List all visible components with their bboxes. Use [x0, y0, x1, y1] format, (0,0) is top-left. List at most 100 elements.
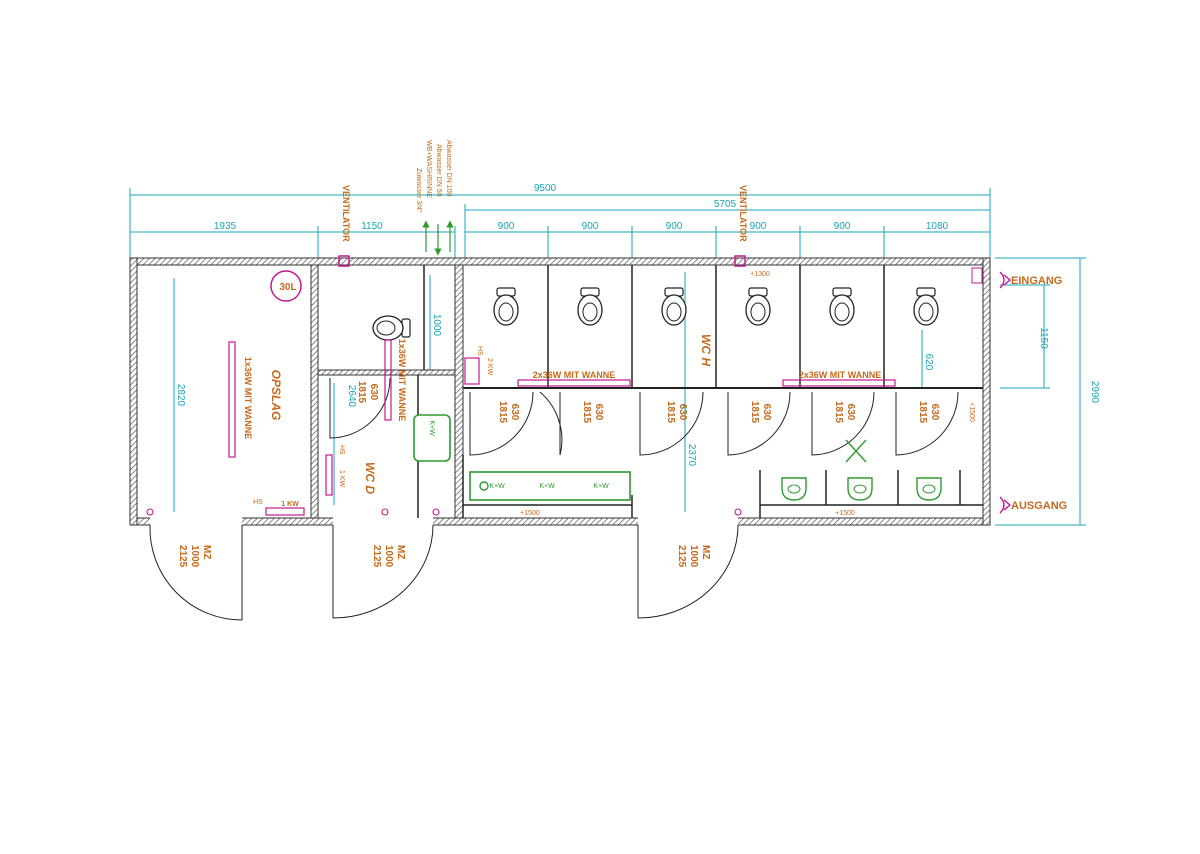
dim-cubicle-4: 900: [750, 221, 767, 232]
urinal-icon: [847, 477, 873, 501]
heater-icon: [265, 357, 480, 516]
urinal-icon: [781, 477, 807, 501]
light-gents-1-label: 2x36W MIT WANNE: [533, 370, 616, 380]
light-storage-label: 1x36W MIT WANNE: [243, 357, 253, 440]
outer-door-3-width: 1000: [688, 545, 699, 568]
wcd-kw-label: K+W: [428, 420, 435, 436]
heater-gents-kw: 2 KW: [486, 358, 493, 376]
room-storage-name: OPSLAG: [269, 370, 283, 421]
outer-door-3-height: 2125: [676, 545, 687, 568]
outer-door-2-width: 1000: [383, 545, 394, 568]
toilet-icon: [577, 287, 603, 326]
outer-door-labels: 2125 1000 MZ 2125 1000 MZ 2125 1000 MZ: [177, 545, 711, 568]
outer-door-3-type: MZ: [700, 545, 711, 559]
room-gents-name: WC H: [699, 334, 713, 366]
wcd-door-width: 630: [368, 384, 379, 401]
wcd-door-height: 1815: [356, 381, 367, 404]
heater-storage-kw: 1 KW: [281, 501, 299, 508]
trough-kw-3: K+W: [593, 483, 609, 490]
heater-wcd-hs: HS: [338, 445, 345, 455]
dim-cubicle-6: 1080: [926, 221, 949, 232]
heater-storage-hs: HS: [253, 499, 263, 506]
dim-wc-partition: 1150: [1038, 327, 1049, 349]
socket-icon: [146, 508, 742, 516]
outer-door-1-width: 1000: [189, 545, 200, 568]
cubicle-1-width: 630: [509, 404, 520, 421]
dimension-lines-top: [129, 188, 1086, 526]
trough-kw-1: K+W: [489, 483, 505, 490]
toilet-icon: [745, 287, 771, 326]
supply-label-2: Abwasser DN 50: [435, 144, 442, 197]
dim-urinal-height: 620: [923, 354, 934, 371]
cubicle-4-width: 630: [761, 404, 772, 421]
outer-door-1[interactable]: [149, 524, 243, 621]
room-ladies-name: WC D: [363, 462, 377, 494]
wash-height-right: +1500: [835, 510, 855, 517]
cubicle-6-height: 1815: [917, 401, 928, 424]
dim-total-width: 2990: [1089, 381, 1100, 404]
partitions: [417, 265, 983, 518]
dim-cubicle-2: 900: [582, 221, 599, 232]
supply-label-1: Abwasser DN 100: [445, 140, 452, 197]
toilet-icon: [829, 287, 855, 326]
fan-left-label: VENTILATOR: [341, 185, 351, 242]
cubicle-3-width: 630: [677, 404, 688, 421]
floor-drain-icon: [845, 439, 867, 463]
dim-wcd-width: 1150: [361, 221, 383, 232]
walls: [129, 257, 991, 526]
cubicle-5-width: 630: [845, 404, 856, 421]
light-wcd-label: 1x36W MIT WANNE: [397, 339, 407, 422]
heater-gents-hs: HS: [476, 346, 483, 356]
washbasin-icon: [413, 414, 451, 462]
dim-storage-width: 1935: [214, 221, 237, 232]
outer-door-2[interactable]: [332, 524, 434, 619]
toilet-icon: [913, 287, 939, 326]
wall-height-right: +1500: [968, 402, 975, 422]
cubicle-1-height: 1815: [497, 401, 508, 424]
dim-wcd-wc-depth: 1000: [431, 314, 442, 337]
dim-cubicle-5: 900: [834, 221, 851, 232]
trough-kw-2: K+W: [539, 483, 555, 490]
dim-storage-depth: 2820: [175, 384, 186, 407]
dim-corridor-depth: 2370: [686, 444, 697, 467]
exit-marker[interactable]: [999, 496, 1012, 514]
supply-label-4: Zuwasser 3/4": [415, 168, 422, 213]
cubicle-2-width: 630: [593, 404, 604, 421]
supply-arrows: [422, 220, 454, 256]
toilet-icon: [661, 287, 687, 326]
toilet-icon-wcd: [372, 315, 411, 341]
cubicle-3-height: 1815: [665, 401, 676, 424]
cubicle-doors: [329, 377, 959, 456]
boiler-label: 30L: [279, 282, 296, 293]
wash-trough-icon: [469, 471, 631, 501]
dim-sanitary-length: 5705: [714, 199, 737, 210]
outer-door-2-height: 2125: [371, 545, 382, 568]
dim-total-length: 9500: [534, 183, 557, 194]
fan-right-label: VENTILATOR: [738, 185, 748, 242]
cubicle-4-height: 1815: [749, 401, 760, 424]
outer-door-1-type: MZ: [201, 545, 212, 559]
light-gents-2-label: 2x36W MIT WANNE: [799, 370, 882, 380]
outer-door-3[interactable]: [637, 524, 739, 619]
entrance-label: EINGANG: [1011, 275, 1062, 287]
cubicle-5-height: 1815: [833, 401, 844, 424]
drain-icon: [479, 481, 489, 491]
outer-door-1-height: 2125: [177, 545, 188, 568]
toilet-icon: [493, 287, 519, 326]
dim-wcd-room-depth: 2640: [346, 385, 357, 408]
entrance-marker[interactable]: [971, 267, 1012, 289]
dim-cubicle-1: 900: [498, 221, 515, 232]
heater-wcd-kw: 1 KW: [338, 470, 345, 488]
outer-door-2-type: MZ: [395, 545, 406, 559]
light-fixtures: [228, 339, 896, 458]
supply-label-3: WB+WASHRINNE: [425, 140, 432, 198]
cubicle-6-width: 630: [929, 404, 940, 421]
exit-label: AUSGANG: [1011, 500, 1067, 512]
urinal-icon: [916, 477, 942, 501]
cubicle-labels: 1815 630 1815 630 1815 630 1815 630 1815…: [356, 381, 940, 424]
cubicle-2-height: 1815: [581, 401, 592, 424]
boiler-icon: [270, 270, 302, 302]
fan-icon: [338, 255, 746, 267]
fan-height: +1300: [750, 271, 770, 278]
